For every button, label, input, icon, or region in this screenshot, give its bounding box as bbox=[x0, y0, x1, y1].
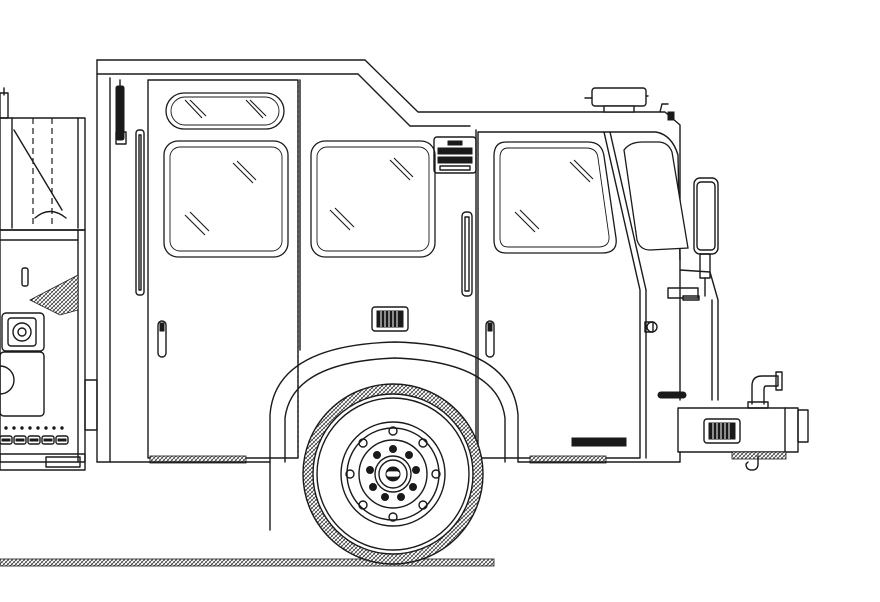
middle-side-window bbox=[310, 140, 436, 258]
front-suction-elbow bbox=[751, 375, 779, 405]
front-crew-window bbox=[493, 141, 617, 254]
upper-oval-window bbox=[165, 92, 285, 130]
pump-panel-controls bbox=[0, 426, 69, 445]
rear-door-handle bbox=[157, 320, 167, 358]
lug-nuts bbox=[366, 445, 420, 501]
model-badge bbox=[571, 437, 627, 447]
roof-light bbox=[591, 87, 647, 107]
front-side-glass bbox=[623, 141, 689, 251]
pump-compartment bbox=[0, 87, 98, 471]
ground-line bbox=[0, 558, 495, 567]
front-bumper bbox=[677, 371, 809, 471]
crew-cab bbox=[96, 59, 719, 463]
front-door-handle bbox=[485, 320, 495, 358]
tow-hook bbox=[745, 455, 759, 471]
rear-compartment-door bbox=[147, 79, 299, 459]
front-wheel-assembly bbox=[96, 341, 681, 565]
windshield bbox=[603, 131, 681, 261]
front-crew-door bbox=[477, 131, 641, 459]
wheel-rim bbox=[340, 421, 446, 527]
bumper-vent bbox=[703, 418, 741, 444]
rear-side-window bbox=[163, 140, 289, 258]
side-vent-grille bbox=[371, 306, 409, 332]
